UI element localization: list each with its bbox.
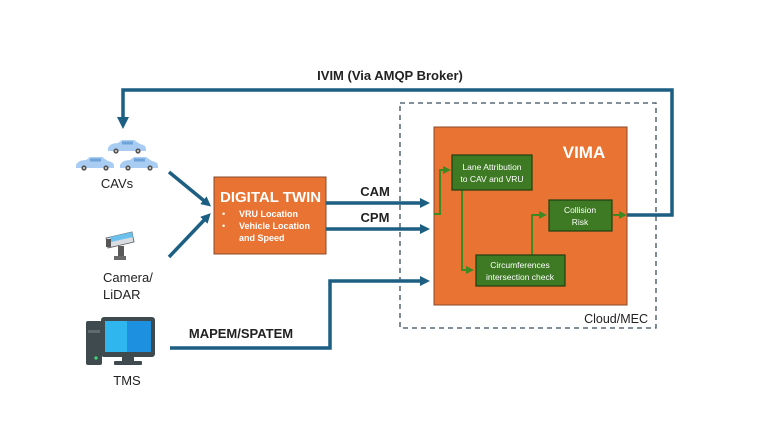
input-to-lane-arrow — [434, 166, 451, 215]
lane-to-circ-arrow — [461, 189, 474, 274]
circumferences-box — [475, 254, 566, 287]
cloud-mec-label: Cloud/MEC — [584, 312, 648, 326]
cavs-label: CAVs — [101, 176, 134, 191]
circumferences-line2: intersection check — [486, 272, 555, 282]
twin-bullet-1: VRU Location — [239, 209, 298, 219]
car-icon — [108, 140, 146, 154]
camera-to-twin-arrow — [167, 213, 211, 259]
cavs-to-twin-arrow — [167, 170, 212, 207]
collision-risk-line1: Collision — [564, 205, 596, 215]
bullet-icon: • — [222, 209, 225, 219]
mapem-spatem-arrow — [170, 276, 430, 350]
car-icon — [120, 157, 158, 171]
lane-attribution-line2: to CAV and VRU — [460, 174, 523, 184]
digital-twin-box — [213, 176, 327, 255]
digital-twin-title: DIGITAL TWIN — [220, 189, 321, 206]
collision-risk-box — [548, 199, 613, 232]
ivim-feedback-arrow — [117, 88, 674, 217]
ivim-label: IVIM (Via AMQP Broker) — [317, 68, 463, 83]
cavs-icon — [76, 140, 158, 171]
mapem-spatem-label: MAPEM/SPATEM — [189, 326, 293, 341]
circ-to-risk-arrow — [531, 211, 547, 258]
cpm-label: CPM — [361, 210, 390, 225]
twin-bullet-2-line1: Vehicle Location — [239, 221, 310, 231]
bullet-icon: • — [222, 221, 225, 231]
security-camera-icon — [105, 231, 135, 260]
lane-attribution-box — [451, 154, 533, 191]
camera-label-line2: LiDAR — [103, 287, 141, 302]
lane-attribution-line1: Lane Attribution — [462, 162, 521, 172]
desktop-computer-icon — [86, 317, 155, 365]
tms-label: TMS — [113, 373, 141, 388]
cam-label: CAM — [360, 184, 390, 199]
circumferences-line1: Circumferences — [490, 260, 550, 270]
cloud-mec-region — [399, 102, 657, 329]
twin-bullet-2-line2: and Speed — [239, 233, 285, 243]
vima-title: VIMA — [563, 143, 606, 162]
car-icon — [76, 157, 114, 171]
camera-label-line1: Camera/ — [103, 270, 153, 285]
collision-risk-line2: Risk — [572, 217, 589, 227]
